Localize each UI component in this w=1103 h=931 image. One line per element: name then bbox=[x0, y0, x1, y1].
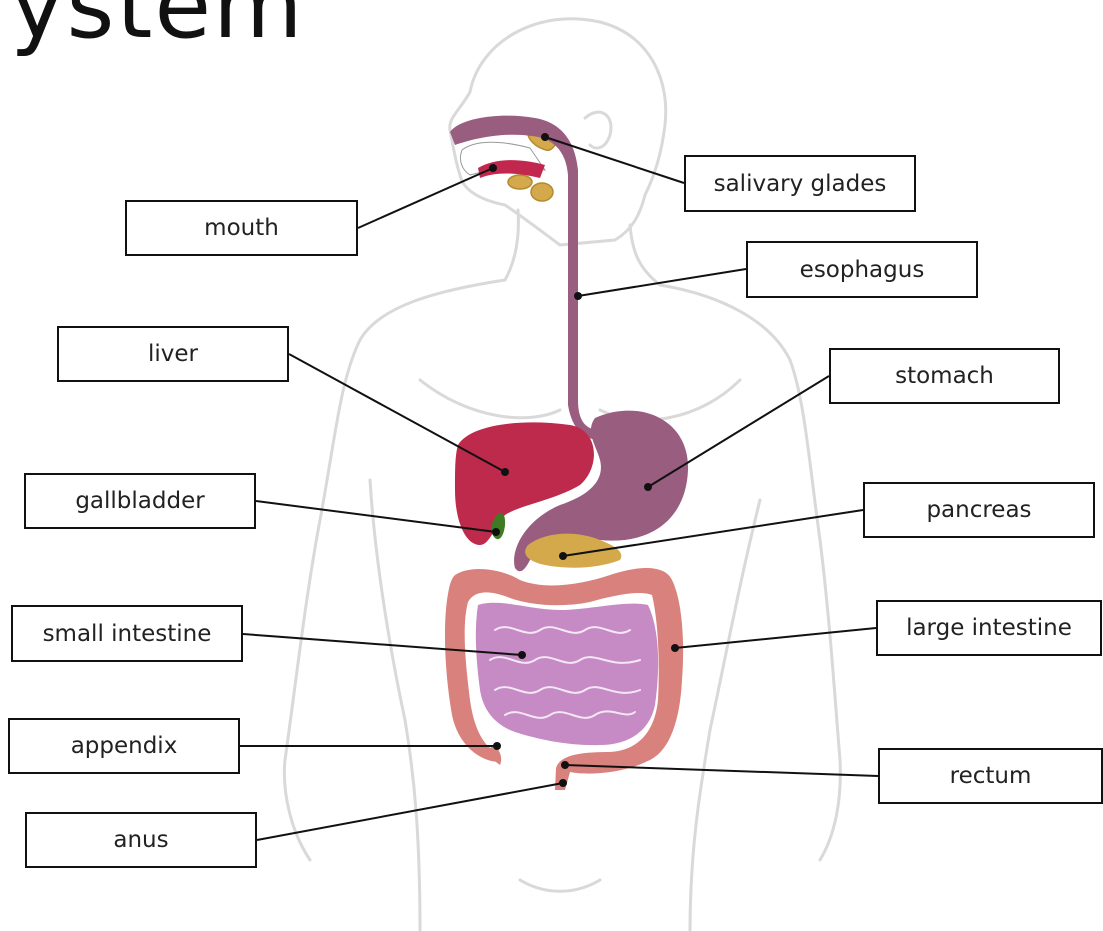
label-stomach: stomach bbox=[829, 348, 1060, 404]
ear-outline bbox=[585, 112, 611, 148]
neck-right bbox=[630, 225, 660, 285]
mouth-cavity bbox=[460, 142, 545, 178]
torso-right bbox=[690, 500, 760, 931]
chest-line bbox=[420, 380, 740, 420]
label-pancreas: pancreas bbox=[863, 482, 1095, 538]
label-mouth: mouth bbox=[125, 200, 358, 256]
label-anus: anus bbox=[25, 812, 257, 868]
label-esophagus: esophagus bbox=[746, 241, 978, 298]
small-intestine bbox=[476, 603, 658, 745]
label-salivary-glands: salivary glades bbox=[684, 155, 916, 212]
label-rectum: rectum bbox=[878, 748, 1103, 804]
groin-line bbox=[520, 880, 600, 891]
label-small-intestine: small intestine bbox=[11, 605, 243, 662]
label-large-intestine: large intestine bbox=[876, 600, 1102, 656]
label-liver: liver bbox=[57, 326, 289, 382]
label-gallbladder: gallbladder bbox=[24, 473, 256, 529]
neck-left bbox=[505, 210, 518, 280]
torso-left bbox=[370, 480, 420, 931]
label-appendix: appendix bbox=[8, 718, 240, 774]
